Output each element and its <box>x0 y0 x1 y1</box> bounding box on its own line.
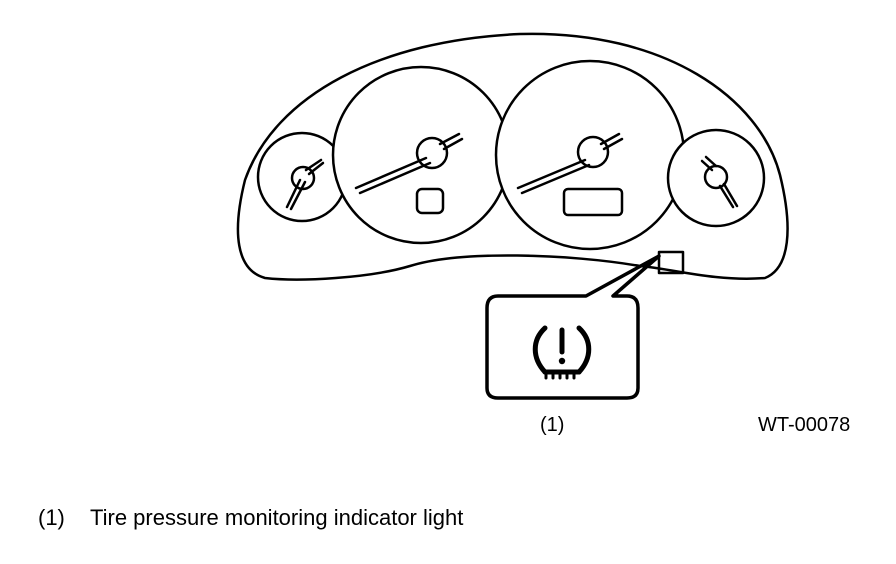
figure-id: WT-00078 <box>758 414 851 436</box>
tire-pressure-warning-icon <box>532 325 592 380</box>
warning-exclamation-dot <box>558 357 566 365</box>
legend-item: (1) Tire pressure monitoring indicator l… <box>38 505 463 531</box>
left-small-gauge-icon <box>256 131 348 223</box>
callout-number: (1) <box>540 414 565 436</box>
indicator-location-box <box>657 250 685 275</box>
tachometer-icon <box>494 59 686 251</box>
legend-number: (1) <box>38 505 65 530</box>
right-small-gauge-icon <box>666 128 766 228</box>
cluster-housing <box>236 32 789 281</box>
odometer-display <box>562 187 624 217</box>
legend-text: Tire pressure monitoring indicator light <box>90 505 464 530</box>
speedometer-icon <box>331 65 511 245</box>
callout-panel <box>485 254 661 400</box>
speedometer-display <box>415 187 445 215</box>
